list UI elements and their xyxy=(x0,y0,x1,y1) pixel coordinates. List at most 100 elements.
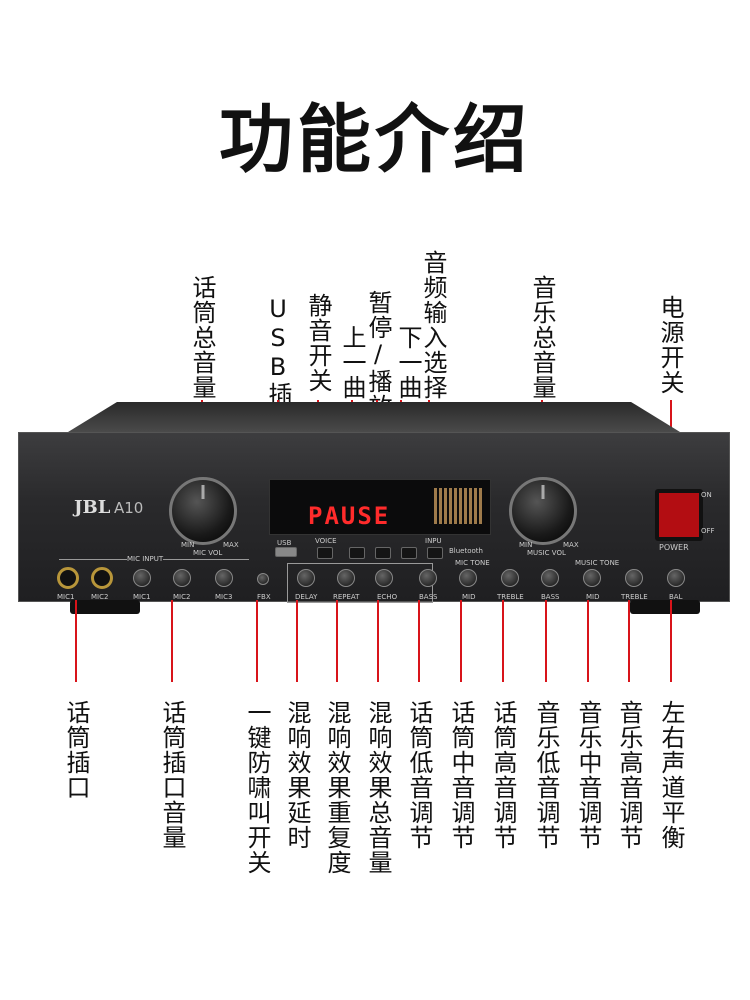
amplifier-face: JBL A10 MIC VOL MIN MAX PAUSE USB VOICE … xyxy=(18,432,730,603)
label-music-master-volume: 音乐总音量 xyxy=(528,275,556,400)
usb-port[interactable] xyxy=(275,547,297,557)
balance-label: BAL xyxy=(669,593,683,601)
music-bass-label: BASS xyxy=(541,593,560,601)
mic-input-label: MIC INPUT xyxy=(127,555,164,563)
leader-line xyxy=(171,600,173,682)
label-previous-track: 上一曲 xyxy=(338,325,366,400)
mic-bass-label: BASS xyxy=(419,593,438,601)
next-track-button[interactable] xyxy=(401,547,417,559)
voice-label: VOICE xyxy=(315,537,337,545)
leader-line xyxy=(75,600,77,682)
leader-line xyxy=(418,600,420,682)
input-label: INPU xyxy=(425,537,442,545)
repeat-knob[interactable] xyxy=(337,569,355,587)
leader-line xyxy=(377,600,379,682)
display-text: PAUSE xyxy=(308,502,391,530)
fbx-button[interactable] xyxy=(257,573,269,585)
label-mic-mid: 话筒中音调节 xyxy=(447,700,475,850)
label-power-switch: 电源开关 xyxy=(656,295,684,395)
mic2-jack-label: MIC2 xyxy=(91,593,109,601)
echo-knob[interactable] xyxy=(375,569,393,587)
music-volume-knob[interactable] xyxy=(509,477,577,545)
amplifier-foot xyxy=(630,600,700,614)
mic1-knob-label: MIC1 xyxy=(133,593,151,601)
input-select-button[interactable] xyxy=(427,547,443,559)
display-screen: PAUSE xyxy=(269,479,491,535)
power-switch[interactable] xyxy=(655,489,703,541)
label-pause-play: 暂停/播放 xyxy=(364,290,392,419)
music-tone-label: MUSIC TONE xyxy=(575,559,620,567)
mic-treble-knob[interactable] xyxy=(501,569,519,587)
music-vol-max-label: MAX xyxy=(563,541,579,549)
mic-treble-label: TREBLE xyxy=(497,593,524,601)
mic-volume-knob[interactable] xyxy=(169,477,237,545)
fbx-label: FBX xyxy=(257,593,271,601)
label-balance: 左右声道平衡 xyxy=(657,700,685,850)
label-mic-treble: 话筒高音调节 xyxy=(489,700,517,850)
mic-vol-max-label: MAX xyxy=(223,541,239,549)
leader-line xyxy=(670,600,672,682)
page-title: 功能介绍 xyxy=(219,97,531,183)
label-feedback-suppress: 一键防啸叫开关 xyxy=(243,700,271,875)
label-mic-master-volume: 话筒总音量 xyxy=(188,275,216,400)
label-next-track: 下一曲 xyxy=(394,325,422,400)
leader-line xyxy=(256,600,258,682)
mic2-volume-knob[interactable] xyxy=(173,569,191,587)
label-mic-bass: 话筒低音调节 xyxy=(405,700,433,850)
voice-button[interactable] xyxy=(317,547,333,559)
mic3-volume-knob[interactable] xyxy=(215,569,233,587)
leader-line xyxy=(336,600,338,682)
label-reverb-volume: 混响效果总音量 xyxy=(364,700,392,875)
mic1-jack-label: MIC1 xyxy=(57,593,75,601)
amplifier-top xyxy=(68,402,680,432)
mic-vol-label: MIC VOL xyxy=(193,549,223,557)
label-music-mid: 音乐中音调节 xyxy=(574,700,602,850)
spectrum-display xyxy=(434,488,484,524)
delay-label: DELAY xyxy=(295,593,318,601)
repeat-label: REPEAT xyxy=(333,593,360,601)
power-off-label: OFF xyxy=(701,527,715,535)
music-bass-knob[interactable] xyxy=(541,569,559,587)
music-vol-min-label: MIN xyxy=(519,541,533,549)
balance-knob[interactable] xyxy=(667,569,685,587)
bluetooth-label: Bluetooth xyxy=(449,547,483,555)
label-reverb-repeat: 混响效果重复度 xyxy=(323,700,351,875)
label-audio-input-select: 音频输入选择 xyxy=(419,250,447,400)
label-mic-jack: 话筒插口 xyxy=(62,700,90,800)
power-on-label: ON xyxy=(701,491,712,499)
mic-vol-min-label: MIN xyxy=(181,541,195,549)
label-reverb-delay: 混响效果延时 xyxy=(283,700,311,850)
brand-logo: JBL xyxy=(74,497,111,518)
mic1-volume-knob[interactable] xyxy=(133,569,151,587)
music-vol-label: MUSIC VOL xyxy=(527,549,566,557)
leader-line xyxy=(296,600,298,682)
mic1-jack[interactable] xyxy=(57,567,79,589)
mic-bass-knob[interactable] xyxy=(419,569,437,587)
previous-track-button[interactable] xyxy=(349,547,365,559)
leader-line xyxy=(587,600,589,682)
mic-tone-label: MIC TONE xyxy=(455,559,490,567)
music-mid-label: MID xyxy=(586,593,600,601)
mic2-jack[interactable] xyxy=(91,567,113,589)
leader-line xyxy=(628,600,630,682)
amplifier-foot xyxy=(70,600,140,614)
music-treble-label: TREBLE xyxy=(621,593,648,601)
label-music-bass: 音乐低音调节 xyxy=(532,700,560,850)
mic3-knob-label: MIC3 xyxy=(215,593,233,601)
amplifier-front-panel: JBL A10 MIC VOL MIN MAX PAUSE USB VOICE … xyxy=(18,402,730,603)
label-mute-switch: 静音开关 xyxy=(304,293,332,393)
model-label: A10 xyxy=(114,499,144,517)
pause-play-button[interactable] xyxy=(375,547,391,559)
echo-label: ECHO xyxy=(377,593,398,601)
label-music-treble: 音乐高音调节 xyxy=(615,700,643,850)
mic-mid-knob[interactable] xyxy=(459,569,477,587)
delay-knob[interactable] xyxy=(297,569,315,587)
music-treble-knob[interactable] xyxy=(625,569,643,587)
power-label: POWER xyxy=(659,543,689,552)
mic2-knob-label: MIC2 xyxy=(173,593,191,601)
mic-mid-label: MID xyxy=(462,593,476,601)
music-mid-knob[interactable] xyxy=(583,569,601,587)
leader-line xyxy=(545,600,547,682)
usb-logo: USB xyxy=(277,539,292,547)
leader-line xyxy=(502,600,504,682)
